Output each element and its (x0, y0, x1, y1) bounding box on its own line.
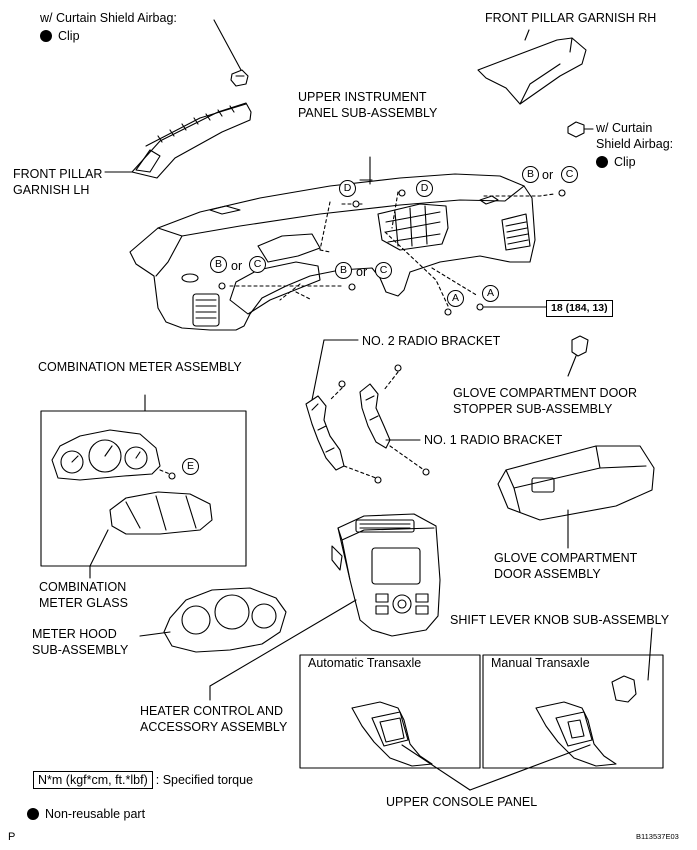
clip-top-left (213, 19, 249, 87)
manual-transaxle-label: Manual Transaxle (489, 656, 592, 671)
clip-top-line2-row: Clip (40, 28, 177, 44)
clip-top-line1: w/ Curtain Shield Airbag: (40, 11, 177, 25)
upper-ip-line2: PANEL SUB-ASSEMBLY (298, 106, 438, 120)
glove-stopper-line2: STOPPER SUB-ASSEMBLY (453, 402, 613, 416)
meter-hood-label: METER HOOD SUB-ASSEMBLY (32, 626, 128, 658)
callout-c-upper-right: C (561, 166, 578, 183)
clip-right-line2: Shield Airbag: (596, 137, 674, 151)
meter-hood-line1: METER HOOD (32, 627, 117, 641)
heater-control-line1: HEATER CONTROL AND (140, 704, 284, 718)
heater-control-label: HEATER CONTROL AND ACCESSORY ASSEMBLY (140, 703, 287, 735)
front-pillar-lh-line2: GARNISH LH (13, 183, 90, 197)
clip-right-line3-row: Clip (596, 154, 673, 170)
upper-ip-label: UPPER INSTRUMENT PANEL SUB-ASSEMBLY (298, 89, 437, 121)
front-pillar-garnish-lh (104, 102, 252, 179)
upper-instrument-panel (129, 156, 566, 331)
or-left: or (231, 259, 243, 273)
heater-control-line2: ACCESSORY ASSEMBLY (140, 720, 288, 734)
meter-glass-line2: METER GLASS (39, 596, 128, 610)
clip-top-line2: Clip (58, 29, 80, 43)
figure-code: B113537E03 (636, 832, 679, 841)
console-boxes (299, 654, 664, 791)
non-reusable-dot-icon (27, 808, 39, 820)
clip-right-line3: Clip (614, 155, 636, 169)
or-upper-right: or (542, 168, 554, 182)
legend-torque: N*m (kgf*cm, ft.*lbf): Specified torque (33, 771, 253, 789)
front-pillar-garnish-rh (477, 29, 587, 105)
glove-stopper-line1: GLOVE COMPARTMENT DOOR (453, 386, 638, 400)
non-reusable-dot-icon (40, 30, 52, 42)
clip-right-label: w/ Curtain Shield Airbag: Clip (596, 120, 673, 170)
heater-control-assembly (209, 513, 441, 701)
glove-compartment-door (497, 445, 655, 549)
legend-nonreusable: Non-reusable part (27, 806, 145, 822)
or-center: or (356, 265, 368, 279)
legend-nonreusable-text: Non-reusable part (45, 807, 146, 821)
front-pillar-lh-line1: FRONT PILLAR (13, 167, 103, 181)
callout-d-right: D (416, 180, 433, 197)
callout-a-left: A (447, 290, 464, 307)
callout-d-left: D (339, 180, 356, 197)
no2-radio-bracket (305, 339, 382, 484)
glove-door-line2: DOOR ASSEMBLY (494, 567, 601, 581)
automatic-transaxle-label: Automatic Transaxle (306, 656, 424, 671)
clip-right-line1: w/ Curtain (596, 121, 653, 135)
callout-b-left: B (210, 256, 227, 273)
non-reusable-dot-icon (596, 156, 608, 168)
no1-radio-bracket (359, 364, 430, 476)
no1-radio-bracket-label: NO. 1 RADIO BRACKET (424, 433, 563, 447)
callout-c-left: C (249, 256, 266, 273)
glove-door-line1: GLOVE COMPARTMENT (494, 551, 638, 565)
no2-radio-bracket-label: NO. 2 RADIO BRACKET (362, 334, 501, 348)
glove-door-label: GLOVE COMPARTMENT DOOR ASSEMBLY (494, 550, 637, 582)
callout-e: E (182, 458, 199, 475)
callout-b-center: B (335, 262, 352, 279)
clip-right (567, 121, 594, 138)
corner-p: P (8, 831, 16, 843)
callout-a-right: A (482, 285, 499, 302)
upper-console-label: UPPER CONSOLE PANEL (386, 795, 538, 809)
clip-top-label: w/ Curtain Shield Airbag: Clip (40, 10, 177, 44)
combination-meter-label: COMBINATION METER ASSEMBLY (38, 360, 242, 374)
shift-knob (611, 627, 653, 703)
shift-knob-label: SHIFT LEVER KNOB SUB-ASSEMBLY (450, 613, 670, 627)
legend-torque-text: : Specified torque (155, 773, 254, 787)
front-pillar-lh-label: FRONT PILLAR GARNISH LH (13, 166, 102, 198)
combination-meter-box (40, 394, 247, 579)
meter-glass-line1: COMBINATION (39, 580, 127, 594)
torque-spec-box: 18 (184, 13) (546, 300, 613, 317)
upper-ip-line1: UPPER INSTRUMENT (298, 90, 427, 104)
glove-stopper-label: GLOVE COMPARTMENT DOOR STOPPER SUB-ASSEM… (453, 385, 637, 417)
callout-b-upper-right: B (522, 166, 539, 183)
meter-hood-line2: SUB-ASSEMBLY (32, 643, 129, 657)
callout-c-center: C (375, 262, 392, 279)
meter-glass-label: COMBINATION METER GLASS (39, 579, 128, 611)
meter-hood (139, 587, 287, 653)
front-pillar-rh-label: FRONT PILLAR GARNISH RH (485, 11, 657, 25)
glove-door-stopper (567, 335, 589, 377)
legend-torque-box: N*m (kgf*cm, ft.*lbf) (33, 771, 153, 789)
